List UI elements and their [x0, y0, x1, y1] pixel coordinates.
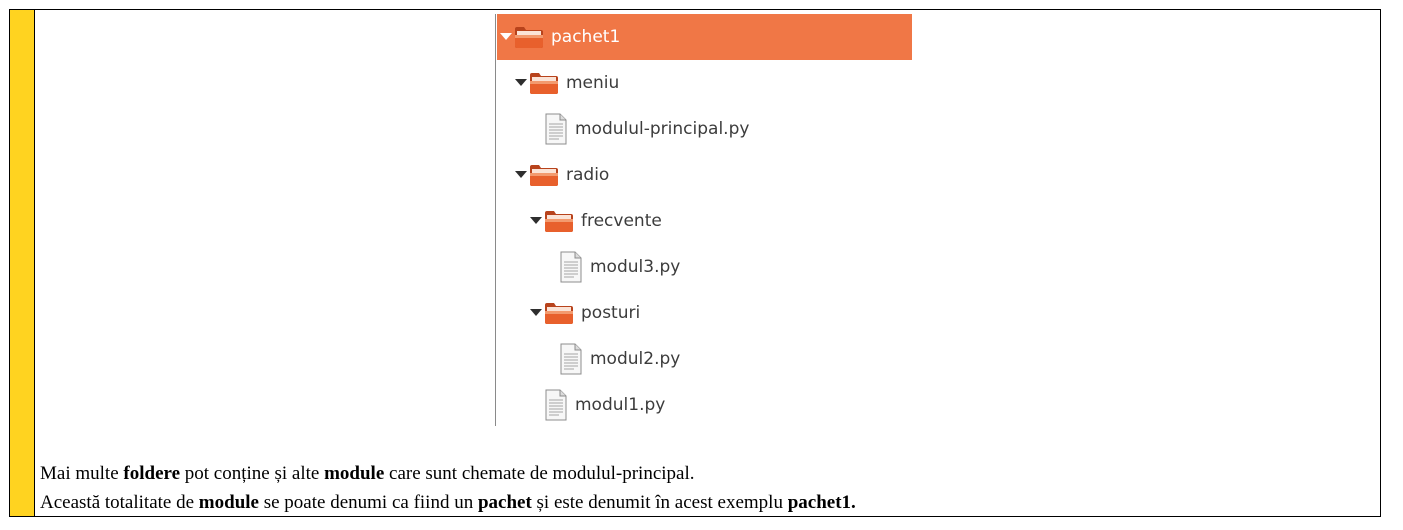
tree-item-label: pachet1: [551, 27, 621, 47]
tree-item-label: frecvente: [581, 211, 662, 231]
tree-item-label: modul3.py: [590, 257, 681, 277]
tree-row[interactable]: modul2.py: [497, 336, 957, 382]
text-run: și este denumit în acest exemplu: [531, 492, 788, 513]
expander-spacer: [529, 123, 542, 135]
tree-row[interactable]: frecvente: [497, 198, 942, 244]
expander-arrow-icon[interactable]: [529, 215, 542, 227]
description-line-1: Mai multe foldere pot conține și alte mo…: [40, 459, 1340, 488]
file-icon: [544, 113, 568, 145]
tree-row[interactable]: meniu: [497, 60, 927, 106]
tree-row[interactable]: posturi: [497, 290, 942, 336]
text-run: se poate denumi ca fiind un: [258, 492, 478, 513]
tree-item-label: modul2.py: [590, 349, 681, 369]
content-frame: pachet1 meniu modulul-principal.py radio…: [9, 9, 1381, 517]
file-icon: [559, 251, 583, 283]
file-icon: [559, 343, 583, 375]
folder-icon: [529, 71, 559, 95]
folder-icon: [544, 301, 574, 325]
bold-run: module: [198, 492, 259, 513]
description: Mai multe foldere pot conține și alte mo…: [40, 459, 1340, 517]
bold-run: module: [324, 463, 385, 484]
file-tree: pachet1 meniu modulul-principal.py radio…: [495, 14, 912, 426]
text-run: Această totalitate de: [40, 492, 199, 513]
expander-arrow-icon[interactable]: [514, 169, 527, 181]
bold-run: pachet1.: [787, 492, 856, 513]
bold-run: pachet: [477, 492, 532, 513]
expander-arrow-icon[interactable]: [514, 77, 527, 89]
tree-row[interactable]: pachet1: [497, 14, 912, 60]
bold-run: foldere: [123, 463, 181, 484]
text-run: care sunt chemate de modulul-principal.: [384, 463, 695, 484]
folder-icon: [529, 163, 559, 187]
tree-item-label: posturi: [581, 303, 641, 323]
tree-item-label: modul1.py: [575, 395, 666, 415]
folder-icon: [544, 209, 574, 233]
folder-icon: [514, 25, 544, 49]
expander-arrow-icon[interactable]: [529, 307, 542, 319]
expander-spacer: [529, 399, 542, 411]
expander-spacer: [544, 261, 557, 273]
file-icon: [544, 389, 568, 421]
tree-row[interactable]: radio: [497, 152, 927, 198]
tree-row[interactable]: modulul-principal.py: [497, 106, 942, 152]
accent-bar: [10, 10, 35, 516]
text-run: Mai multe: [40, 463, 124, 484]
expander-spacer: [544, 353, 557, 365]
description-line-2: Această totalitate de module se poate de…: [40, 488, 1340, 517]
tree-item-label: meniu: [566, 73, 620, 93]
text-run: pot conține și alte: [180, 463, 325, 484]
tree-row[interactable]: modul3.py: [497, 244, 957, 290]
tree-row[interactable]: modul1.py: [497, 382, 942, 428]
tree-item-label: modulul-principal.py: [575, 119, 750, 139]
tree-item-label: radio: [566, 165, 610, 185]
expander-arrow-icon[interactable]: [499, 31, 512, 43]
